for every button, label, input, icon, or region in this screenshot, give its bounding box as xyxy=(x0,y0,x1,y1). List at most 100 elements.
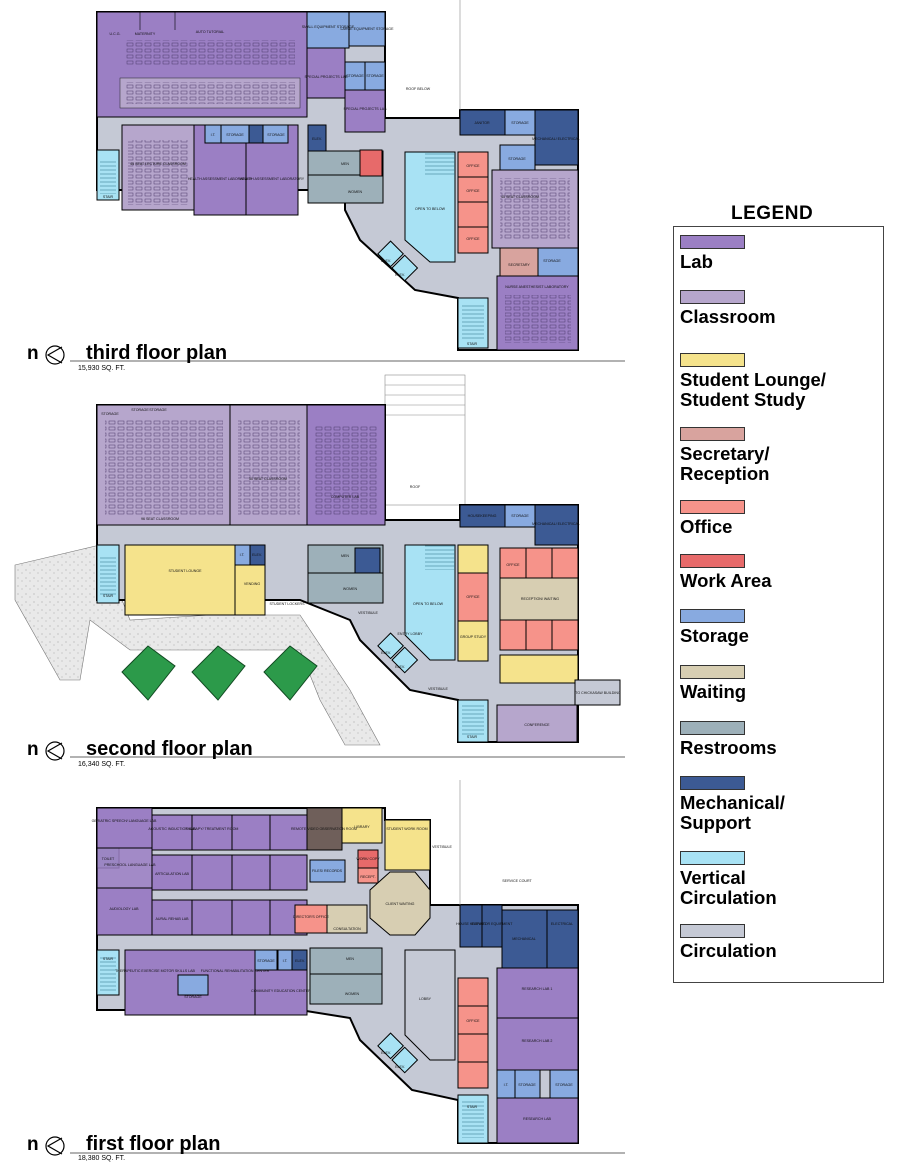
room-elev-2f: ELEV. xyxy=(252,553,262,557)
room-health-lab-1: HEALTH ASSESSMENT LABORATORY xyxy=(188,177,253,181)
room-it-2: I.T. xyxy=(240,553,245,557)
room-stair-1f: STAIR xyxy=(103,957,114,961)
room-aural: AURAL REHAB LAB xyxy=(155,917,189,921)
room-open-below-2: OPEN TO BELOW xyxy=(413,602,444,606)
room-student-lockers: STUDENT LOCKERS xyxy=(269,602,305,606)
room-research-lab-1: RESEARCH LAB 1 xyxy=(522,987,553,991)
room-elev-1-2f: ELEV. xyxy=(381,651,391,655)
legend-label: Restrooms xyxy=(680,737,777,758)
room-elev-2-1f: ELEV. xyxy=(395,1065,405,1069)
room-storage-f: STORAGE xyxy=(508,157,526,161)
room-special-projects-lab-2: SPECIAL PROJECTS LAB xyxy=(343,107,387,111)
room-storage-c: STORAGE xyxy=(511,121,529,125)
north-label-second: n xyxy=(27,739,39,760)
room-roof: ROOF xyxy=(410,485,421,489)
room-therapy: THERAPY/ TREATMENT ROOM xyxy=(186,827,239,831)
room-secretary: SECRETARY xyxy=(508,263,530,267)
legend-item-vertical-circulation: Vertical Circulation xyxy=(680,851,880,908)
room-therapeutic: THERAPEUTIC EXERCISE MOTOR SKILLS LAB xyxy=(115,969,195,973)
legend-item-waiting: Waiting xyxy=(680,665,880,702)
room-client-waiting: CLIENT WAITING xyxy=(386,902,415,906)
floor-title-first: first floor plan xyxy=(86,1133,221,1155)
room-remote: REMOTE VIDEO OBSERVATION ROOM xyxy=(291,827,357,831)
legend-label: Storage xyxy=(680,625,749,646)
legend-swatch xyxy=(680,851,745,865)
legend-swatch xyxy=(680,924,745,938)
room-large-equipment-storage: LARGE EQUIPMENT STORAGE xyxy=(341,27,395,31)
room-student-lounge: STUDENT LOUNGE xyxy=(168,569,202,573)
room-mech-elec-2: MECHANICAL/ ELECTRICAL xyxy=(532,522,580,526)
room-student-work: STUDENT WORK ROOM xyxy=(386,827,427,831)
room-stair2-2f: STAIR xyxy=(467,735,478,739)
floor-title-third: third floor plan xyxy=(86,342,228,364)
room-research-lab-2: RESEARCH LAB 2 xyxy=(522,1039,553,1043)
room-office-2f: OFFICE xyxy=(466,595,480,599)
legend-swatch xyxy=(680,235,745,249)
room-it2-1f: I.T. xyxy=(504,1083,509,1087)
room-computer-lab: COMPUTER LAB xyxy=(331,495,360,499)
room-elev-1f: ELEV. xyxy=(295,959,305,963)
room-elevator-equip: ELEVATOR EQUIPMENT xyxy=(472,922,514,926)
legend-item-mechanical: Mechanical/ Support xyxy=(680,776,880,833)
room-janitor: JANITOR xyxy=(474,121,490,125)
legend-swatch xyxy=(680,500,745,514)
room-vestibule-1f: VESTIBULE xyxy=(432,845,452,849)
room-classroom-50: 50 SEAT CLASSROOM xyxy=(249,477,287,481)
legend-item-secretary: Secretary/ Reception xyxy=(680,427,880,484)
second-floor-plan: STORAGE STORAGE STORAGE 96 SEAT CLASSROO… xyxy=(14,374,625,758)
room-consultation: CONSULTATION xyxy=(333,927,361,931)
legend-swatch xyxy=(680,353,745,367)
room-office-2: OFFICE xyxy=(466,189,480,193)
north-arrow-icon xyxy=(45,345,65,365)
room-storage-e: STORAGE xyxy=(267,133,285,137)
tree-icon xyxy=(121,645,318,701)
legend-label: Waiting xyxy=(680,681,747,702)
legend-label: Work Area xyxy=(680,570,772,591)
room-elev-2: ELEV. xyxy=(395,273,405,277)
north-label-third: n xyxy=(27,343,39,364)
room-storage4: STORAGE xyxy=(511,514,529,518)
floor-area-third: 15,930 SQ. FT. xyxy=(78,365,126,372)
room-entry-lobby: ENTRY LOBBY xyxy=(397,632,423,636)
room-open-below: OPEN TO BELOW xyxy=(415,207,446,211)
room-it: I.T. xyxy=(211,133,216,137)
legend-item-work-area: Work Area xyxy=(680,554,880,591)
room-audiology: AUDIOLOGY LAB xyxy=(109,907,139,911)
legend-swatch xyxy=(680,554,745,568)
room-stair-1: STAIR xyxy=(103,195,114,199)
room-group-study: GROUP STUDY xyxy=(460,635,487,639)
room-elev-1: ELEV. xyxy=(381,259,391,263)
room-lobby: LOBBY xyxy=(419,997,432,1001)
room-seat-classroom: 45 SEAT CLASSROOM xyxy=(501,195,539,199)
legend-label: Mechanical/ Support xyxy=(680,792,785,833)
legend-item-classroom: Classroom xyxy=(680,290,880,327)
legend-swatch xyxy=(680,427,745,441)
legend-swatch xyxy=(680,776,745,790)
room-mech-elec: MECHANICAL/ ELECTRICAL xyxy=(532,137,580,141)
floor-area-second: 16,340 SQ. FT. xyxy=(78,761,126,768)
room-elev: ELEV. xyxy=(312,137,322,141)
room-women: WOMEN xyxy=(348,190,363,194)
room-mechanical: MECHANICAL xyxy=(512,937,536,941)
room-storage-1f-b: STORAGE xyxy=(257,959,275,963)
room-functional: FUNCTIONAL REHABILITATION CENTER xyxy=(201,969,270,973)
room-vestibule2: VESTIBULE xyxy=(428,687,448,691)
legend-label: Secretary/ Reception xyxy=(680,443,770,484)
legend-label: Circulation xyxy=(680,940,777,961)
room-storage2: STORAGE xyxy=(131,408,149,412)
room-storage-g: STORAGE xyxy=(543,259,561,263)
legend-title: LEGEND xyxy=(731,203,814,224)
room-storage: STORAGE xyxy=(101,412,119,416)
legend-item-student-lounge: Student Lounge/ Student Study xyxy=(680,353,880,410)
room-acoustic: ACOUSTIC INDUCTION LAB xyxy=(148,827,196,831)
room-seat-lecture: 45 SEAT LECTURE CLASSROOM xyxy=(130,162,186,166)
room-office-a: OFFICE xyxy=(506,563,520,567)
room-electrical: ELECTRICAL xyxy=(551,922,573,926)
room-house-keeping: HOUSE KEEPING xyxy=(456,922,486,926)
legend-label: Classroom xyxy=(680,306,776,327)
room-office-1f: OFFICE xyxy=(466,1019,480,1023)
room-elev-2-2f: ELEV. xyxy=(395,665,405,669)
room-service-court: SERVICE COURT xyxy=(502,879,532,883)
room-men-2: MEN xyxy=(341,554,349,558)
